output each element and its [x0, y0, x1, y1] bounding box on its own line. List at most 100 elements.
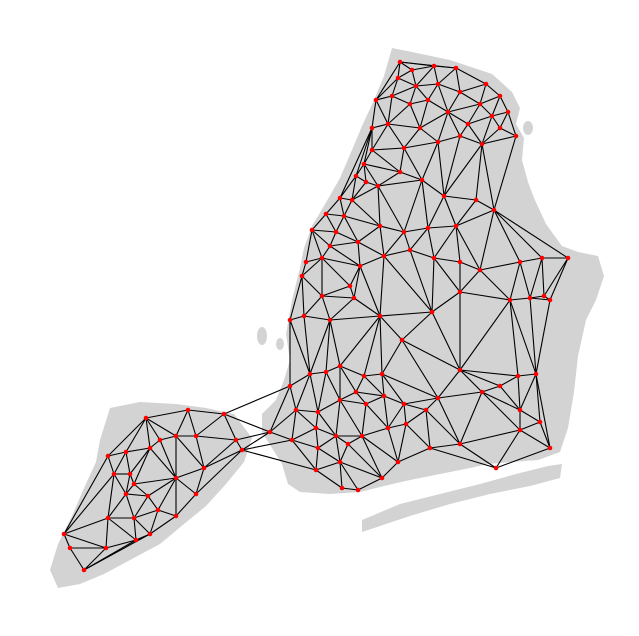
- graph-edge: [379, 315, 383, 375]
- graph-node: [363, 179, 369, 185]
- graph-edge: [421, 179, 445, 197]
- graph-edge: [329, 245, 361, 267]
- graph-edge: [403, 227, 429, 233]
- graph-edge: [145, 417, 151, 449]
- graph-edge: [415, 65, 435, 87]
- graph-edge: [479, 209, 495, 271]
- graph-node: [327, 317, 333, 323]
- graph-edge: [147, 495, 159, 511]
- graph-node: [401, 401, 407, 407]
- graph-edge: [133, 517, 151, 535]
- graph-edge: [303, 315, 331, 321]
- graph-node: [457, 367, 463, 373]
- graph-node: [233, 437, 239, 443]
- graph-edge: [223, 413, 271, 433]
- graph-edge: [431, 311, 461, 371]
- graph-edge: [305, 257, 323, 263]
- graph-node: [173, 433, 179, 439]
- graph-node: [345, 441, 351, 447]
- graph-edge: [459, 269, 481, 293]
- graph-edge: [125, 451, 131, 475]
- graph-node: [477, 101, 483, 107]
- graph-node: [565, 255, 571, 261]
- graph-node: [359, 433, 365, 439]
- graph-edge: [317, 447, 341, 463]
- graph-edge: [459, 443, 497, 469]
- graph-edge: [301, 275, 323, 297]
- graph-node: [497, 125, 503, 131]
- graph-node: [407, 247, 413, 253]
- graph-node: [409, 67, 415, 73]
- graph-edge: [409, 249, 433, 313]
- graph-edge: [427, 83, 439, 101]
- graph-edge: [443, 195, 477, 201]
- graph-edge: [315, 461, 341, 471]
- graph-node: [379, 475, 385, 481]
- graph-edge: [359, 255, 385, 267]
- graph-edge: [519, 409, 541, 423]
- graph-node: [337, 397, 343, 403]
- graph-edge: [355, 375, 365, 393]
- graph-edge: [455, 67, 461, 93]
- graph-edge: [361, 427, 389, 437]
- graph-edge: [415, 85, 429, 101]
- graph-edge: [481, 135, 517, 145]
- graph-edge: [363, 373, 383, 377]
- graph-node: [307, 371, 313, 377]
- graph-node: [377, 223, 383, 229]
- graph-edge: [381, 339, 403, 375]
- graph-edge: [493, 209, 543, 259]
- graph-edge: [357, 241, 385, 257]
- graph-edge: [241, 431, 271, 451]
- graph-node: [301, 313, 307, 319]
- graph-edge: [375, 99, 389, 125]
- graph-edge: [437, 67, 457, 85]
- graph-edge: [303, 295, 323, 317]
- graph-edge: [509, 297, 531, 301]
- graph-edge: [491, 115, 501, 129]
- graph-edge: [195, 413, 225, 437]
- graph-edge: [125, 447, 151, 453]
- graph-edge: [291, 427, 317, 441]
- graph-edge: [195, 435, 237, 441]
- graph-node: [547, 445, 553, 451]
- graph-node: [313, 467, 319, 473]
- graph-edge: [339, 461, 359, 491]
- graph-edge: [343, 199, 353, 217]
- graph-edge: [447, 103, 481, 113]
- graph-edge: [365, 395, 385, 405]
- graph-edge: [381, 461, 399, 479]
- graph-edge: [195, 435, 205, 469]
- graph-edge: [311, 229, 337, 233]
- graph-node: [155, 507, 161, 513]
- graph-edge: [509, 299, 519, 377]
- graph-node: [477, 267, 483, 273]
- graph-edge: [459, 391, 483, 445]
- graph-edge: [399, 61, 413, 71]
- graph-node: [353, 389, 359, 395]
- graph-node: [327, 243, 333, 249]
- graph-edge: [379, 225, 385, 257]
- graph-edge: [411, 65, 435, 71]
- graph-node: [293, 407, 299, 413]
- graph-edge: [409, 103, 421, 129]
- graph-edge: [301, 275, 305, 317]
- graph-edge: [425, 397, 439, 411]
- graph-node: [353, 173, 359, 179]
- graph-edge: [339, 315, 381, 367]
- graph-edge: [269, 385, 291, 433]
- graph-edge: [125, 493, 135, 519]
- graph-edge: [125, 493, 149, 497]
- graph-edge: [321, 257, 361, 267]
- graph-edge: [379, 225, 405, 233]
- graph-edge: [325, 213, 345, 217]
- graph-edge: [329, 319, 341, 367]
- graph-edge: [365, 403, 389, 429]
- graph-node: [105, 453, 111, 459]
- graph-node: [133, 537, 139, 543]
- graph-edge: [175, 467, 205, 479]
- graph-edge: [403, 397, 439, 405]
- graph-edge: [355, 391, 367, 405]
- graph-edge: [203, 449, 243, 469]
- graph-edge: [335, 231, 359, 243]
